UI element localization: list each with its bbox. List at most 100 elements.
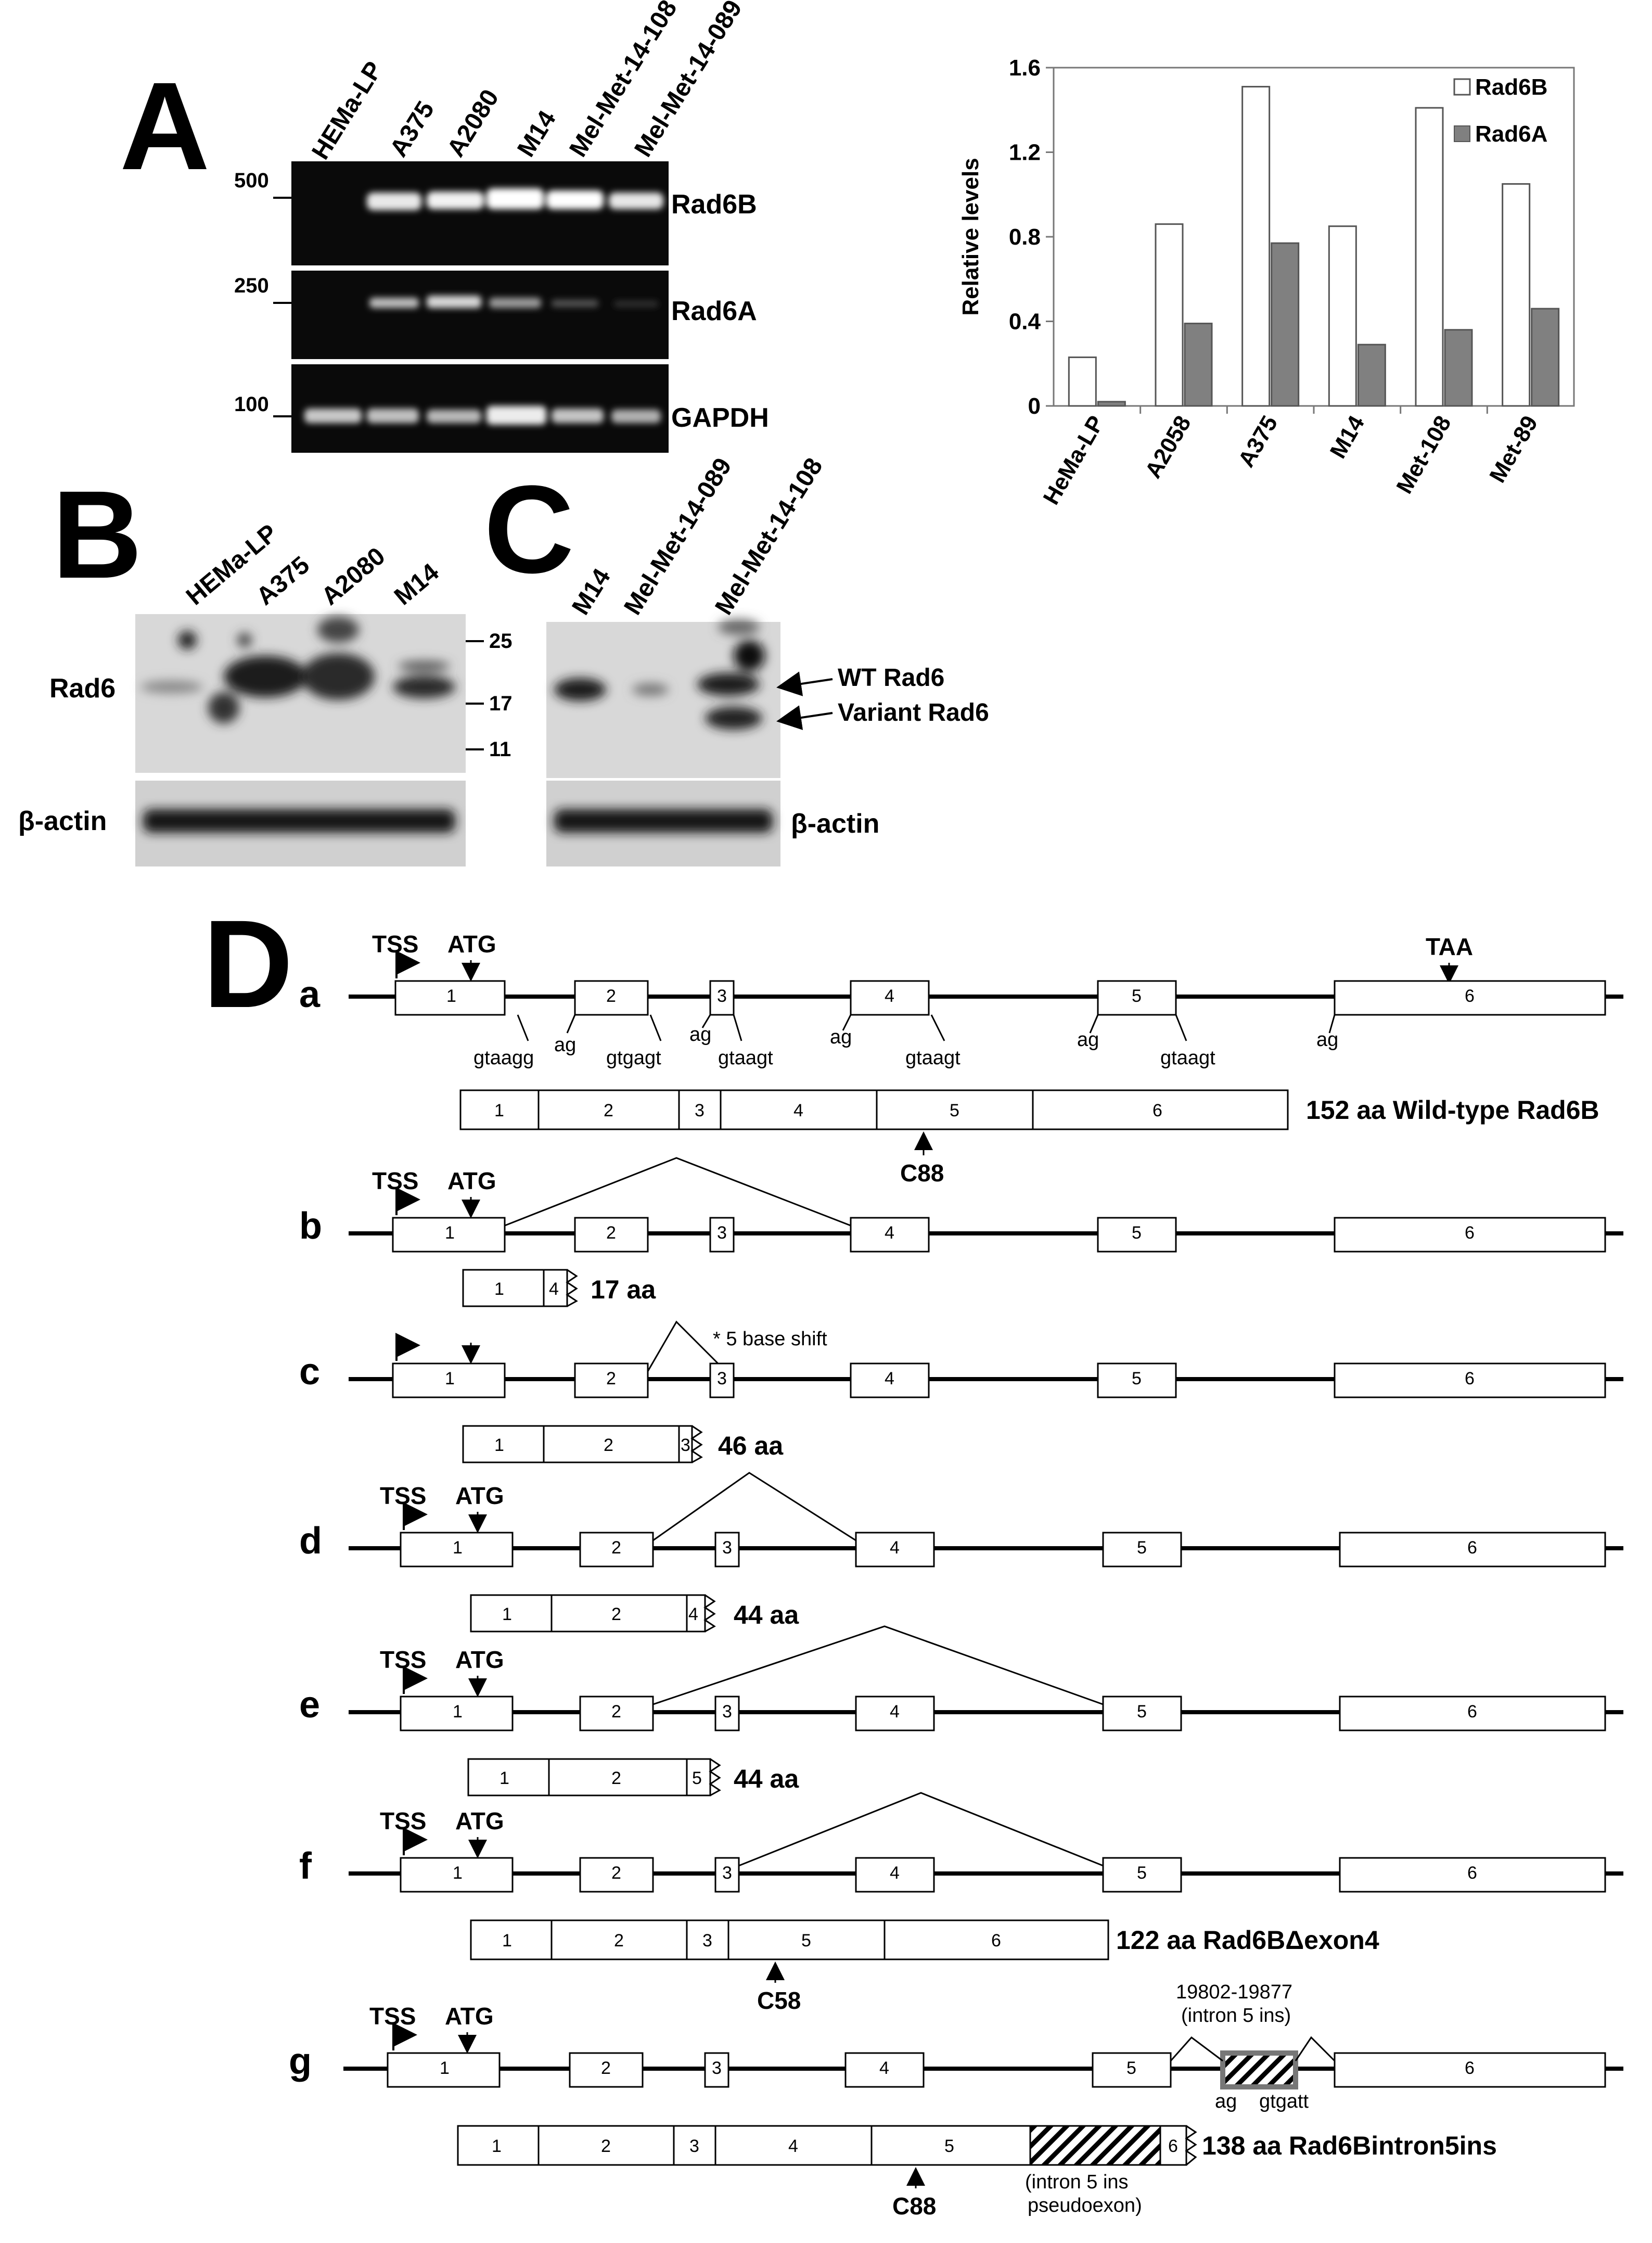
exon-number: 3 [717,1369,727,1388]
gene-row-f: f TSS ATG 1 2 3 4 5 6 1 2 3 5 6 122 aa R… [299,1792,1623,2014]
exon: 3 [709,980,735,1016]
marker-500: 500 [234,169,269,192]
exon-number: 2 [606,986,616,1006]
exon-number: 4 [879,2058,889,2078]
lane-label: A2080 [442,85,504,162]
exon: 4 [850,1362,930,1398]
exon: 6 [1334,1217,1606,1253]
pseudoexon-label-1: (intron 5 ins [1025,2171,1129,2193]
bar-rad6a-a2058 [1184,323,1213,407]
panelC-lane-labels: M14 Mel-Met-14-089 Mel-Met-14-108 [567,453,828,620]
annotation-variant-rad6: Variant Rad6 [838,699,989,727]
exon-number: 6 [1467,1538,1477,1558]
domain-number: 1 [494,1435,504,1455]
exon: 2 [579,1532,654,1567]
exon: 1 [400,1532,514,1567]
tss-label: TSS [380,1646,426,1673]
domain-number: 2 [601,2136,611,2156]
domain-number: 5 [950,1101,959,1120]
row-letter: f [299,1845,312,1887]
blot-actin-b [135,781,466,866]
pseudoexon [1220,2050,1298,2089]
exon-number: 5 [1137,1863,1147,1883]
exon-number: 5 [1132,986,1142,1006]
bars [1068,86,1560,407]
exon: 4 [855,1857,935,1893]
exon-number: 2 [611,1538,621,1558]
exon-number: 5 [1137,1538,1147,1558]
splice-ag: ag [1077,1029,1099,1051]
exon-number: 3 [722,1863,732,1883]
exon-number: 1 [453,1702,463,1722]
exon: 2 [569,2052,644,2088]
domain-number: 6 [1168,2136,1178,2156]
cysteine-mark: C88 [892,2193,936,2220]
atg-label: ATG [455,1807,504,1834]
protein-label: 122 aa Rad6BΔexon4 [1116,1926,1379,1955]
row-label-rad6: Rad6 [49,673,116,704]
gene-row-g: g TSS ATG 1 2 3 4 5 6 19802-19877 (intro… [289,1981,1623,2220]
exon: 1 [392,1217,506,1253]
gene-row-c: c * 5 base shift 1 2 3 4 5 6 1 2 3 46 aa [299,1320,1623,1463]
exon: 4 [855,1532,935,1567]
exon: 5 [1092,2052,1172,2088]
exon-number: 1 [445,1369,455,1388]
gel-gapdh [291,364,669,453]
protein-label: 44 aa [734,1600,799,1629]
exon-number: 1 [453,1863,463,1883]
tss-label: TSS [372,931,418,958]
exon-number: 3 [712,2058,722,2078]
legend: Rad6B Rad6A [1453,74,1547,147]
y-axis-label: Relative levels [958,158,983,315]
exon: 2 [579,1857,654,1893]
domain-number: 3 [689,2136,699,2156]
protein-label: 46 aa [718,1431,784,1460]
domain-number: 3 [702,1931,712,1951]
marker-100: 100 [234,393,269,416]
exon: 3 [709,1362,735,1398]
domain-number: 2 [604,1101,613,1120]
tss-label: TSS [380,1482,426,1509]
plot-area [1053,67,1575,407]
domain-number: 3 [695,1101,705,1120]
bar-rad6b-m14 [1328,225,1357,407]
exon-number: 2 [606,1369,616,1388]
row-label-actin-b: β-actin [18,806,107,836]
blot-rad6 [135,614,466,773]
panel-letter-b: B [52,465,142,604]
x-tick-label: M14 [1325,411,1369,463]
exon: 5 [1102,1696,1182,1731]
gene-row-a: a TSS ATG TAA 1 2 3 4 5 6 ag ag ag ag ag… [299,931,1623,1187]
domain-number: 4 [793,1101,803,1120]
exon-number: 2 [606,1223,616,1243]
pseudoexon-label-2: pseudoexon) [1028,2195,1142,2216]
domain-number: 5 [944,2136,954,2156]
atg-label: ATG [455,1646,504,1673]
splice-ag: ag [554,1034,576,1056]
exon: 2 [574,980,649,1016]
bar-rad6a-m14 [1357,343,1386,407]
gene-row-b: b TSS ATG 1 2 3 4 5 6 1 4 17 aa [299,1157,1623,1307]
panel-letter-d: D [203,894,293,1034]
exon: 4 [850,980,930,1016]
lane-label: HEMa-LP [306,57,388,164]
domain-number: 6 [1152,1101,1162,1120]
domain-number: 5 [692,1768,702,1788]
atg-label: ATG [455,1482,504,1509]
domain-number: 4 [549,1279,559,1299]
x-tick-label: Met-89 [1484,412,1543,487]
exon-number: 5 [1126,2058,1136,2078]
exon: 6 [1339,1857,1606,1893]
exon-number: 4 [885,1369,894,1388]
x-tick-label: A375 [1233,412,1283,472]
blot-rad6-c [546,619,780,778]
exon: 1 [387,2052,501,2088]
domain-number: 2 [604,1435,613,1455]
exon-number: 6 [1465,2058,1475,2078]
insertion-position: 19802-19877 [1176,1981,1292,2003]
domain-number: 4 [688,1604,698,1624]
exon-number: 5 [1137,1702,1147,1722]
exon-number: 3 [717,1223,727,1243]
domain-number: 4 [788,2136,798,2156]
